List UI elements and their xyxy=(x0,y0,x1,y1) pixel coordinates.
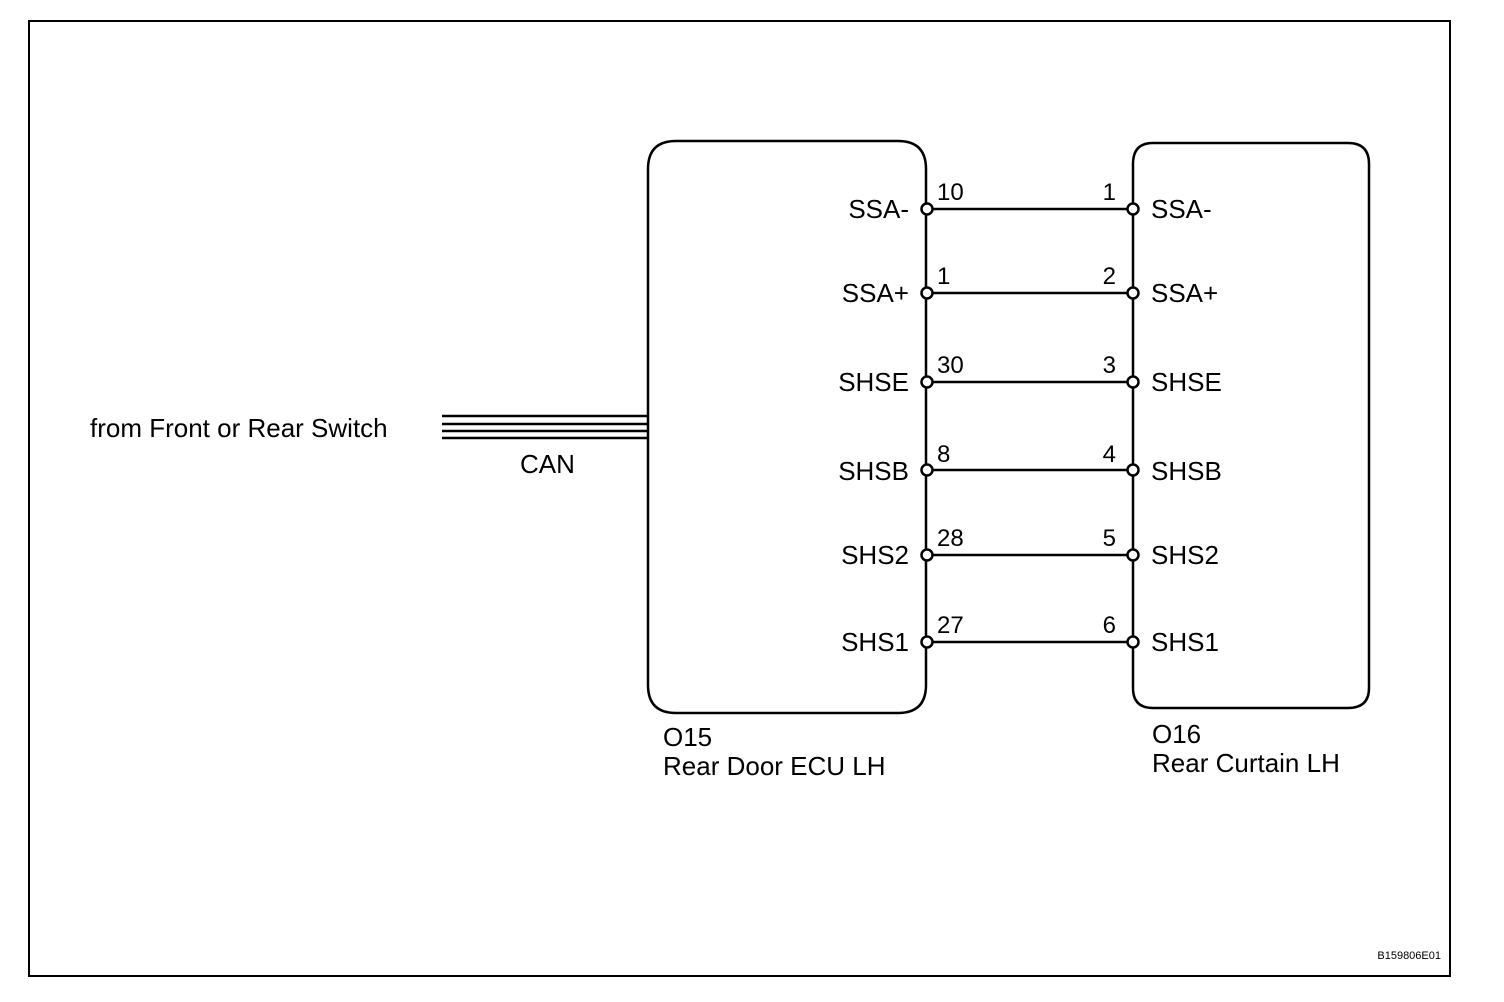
right-terminal xyxy=(1126,635,1140,649)
right-pin-number: 3 xyxy=(1103,352,1116,379)
source-label: from Front or Rear Switch xyxy=(90,413,388,443)
left-pin-number: 30 xyxy=(937,352,964,379)
left-pin-number: 28 xyxy=(937,525,964,552)
right-component-box xyxy=(1131,141,1371,710)
left-component-box xyxy=(646,139,928,715)
left-terminal xyxy=(920,463,934,477)
connection-row: SHS2 28 5 SHS2 xyxy=(841,525,1219,570)
right-pin-number: 5 xyxy=(1103,525,1116,552)
diagram-frame xyxy=(28,20,1451,977)
connection-row: SHSB 8 4 SHSB xyxy=(838,441,1222,486)
can-bus-lines xyxy=(442,414,648,440)
left-pin-number: 1 xyxy=(937,263,950,290)
connection-row: SSA- 10 1 SSA- xyxy=(848,179,1211,224)
right-terminal xyxy=(1126,202,1140,216)
left-signal-label: SSA- xyxy=(848,194,909,224)
left-pin-number: 10 xyxy=(937,179,964,206)
right-signal-label: SSA+ xyxy=(1151,278,1218,308)
left-signal-label: SSA+ xyxy=(842,278,909,308)
right-terminal xyxy=(1126,463,1140,477)
left-component-name: Rear Door ECU LH xyxy=(663,751,886,781)
right-pin-number: 4 xyxy=(1103,441,1116,468)
right-terminal xyxy=(1126,548,1140,562)
right-terminal xyxy=(1126,375,1140,389)
right-pin-number: 2 xyxy=(1103,263,1116,290)
left-signal-label: SHSE xyxy=(838,367,909,397)
right-signal-label: SSA- xyxy=(1151,194,1212,224)
left-component-code: O15 xyxy=(663,722,712,752)
left-pin-number: 27 xyxy=(937,612,964,639)
left-terminal xyxy=(920,548,934,562)
right-signal-label: SHS1 xyxy=(1151,627,1219,657)
right-signal-label: SHSE xyxy=(1151,367,1222,397)
left-terminal xyxy=(920,635,934,649)
connection-row: SSA+ 1 2 SSA+ xyxy=(842,263,1218,308)
bus-label: CAN xyxy=(520,449,575,479)
right-signal-label: SHSB xyxy=(1151,456,1222,486)
right-pin-number: 1 xyxy=(1103,179,1116,206)
left-terminal xyxy=(920,202,934,216)
left-terminal xyxy=(920,286,934,300)
left-signal-label: SHSB xyxy=(838,456,909,486)
connection-row: SHS1 27 6 SHS1 xyxy=(841,612,1219,657)
left-pin-number: 8 xyxy=(937,441,950,468)
left-signal-label: SHS2 xyxy=(841,540,909,570)
right-component-name: Rear Curtain LH xyxy=(1152,748,1340,778)
drawing-code: B159806E01 xyxy=(1377,950,1441,962)
right-terminal xyxy=(1126,286,1140,300)
right-signal-label: SHS2 xyxy=(1151,540,1219,570)
right-component-code: O16 xyxy=(1152,719,1201,749)
left-signal-label: SHS1 xyxy=(841,627,909,657)
left-terminal xyxy=(920,375,934,389)
connection-row: SHSE 30 3 SHSE xyxy=(838,352,1222,397)
right-pin-number: 6 xyxy=(1103,612,1116,639)
